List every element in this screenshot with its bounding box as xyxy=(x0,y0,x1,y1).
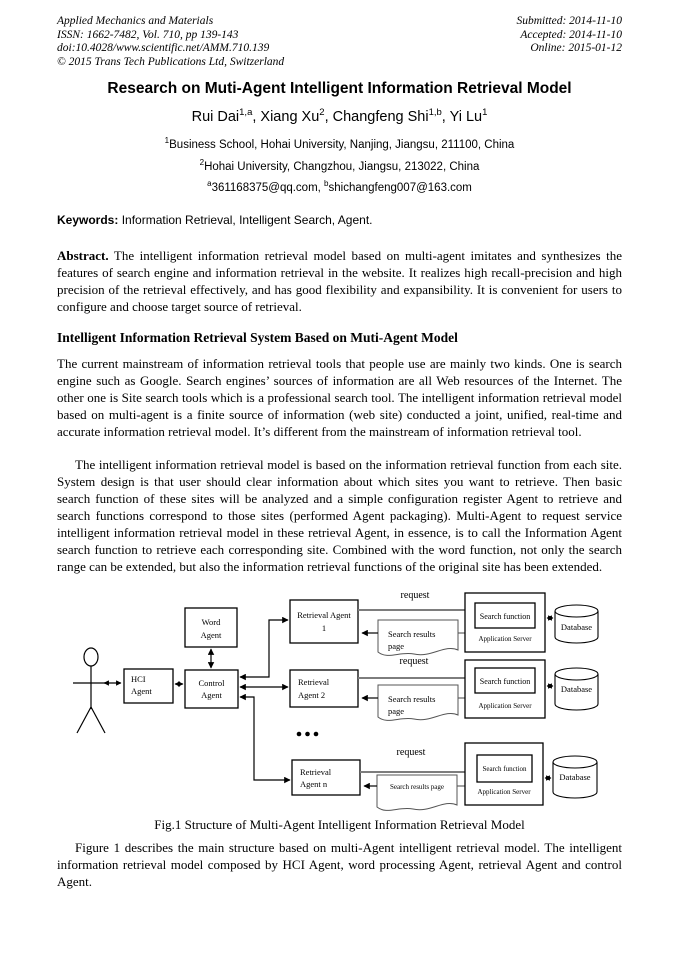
user-actor-icon xyxy=(73,647,109,734)
search-function-n-label: Search function xyxy=(482,765,527,773)
database-n-label: Database xyxy=(559,772,590,782)
paper-title: Research on Muti-Agent Intelligent Infor… xyxy=(107,80,572,97)
figure-1-diagram: HCI Agent Word Agent Control Agent Retri… xyxy=(73,590,599,811)
database-1-label: Database xyxy=(561,622,592,632)
hci-agent-box xyxy=(123,668,174,704)
database-2-top xyxy=(554,667,599,681)
search-results-n-label: Search results page xyxy=(390,783,444,791)
retrieval-agent-n-box xyxy=(291,759,361,796)
database-2-cylinder xyxy=(554,674,599,711)
author-affil-mark: 1 xyxy=(482,107,488,118)
control-ra1-link xyxy=(239,616,289,681)
keywords-line: Keywords: Information Retrieval, Intelli… xyxy=(57,213,622,227)
retrieval-agent-2-box xyxy=(289,669,359,708)
database-1-top xyxy=(554,604,599,618)
journal-doi: doi:10.4028/www.scientific.net/AMM.710.1… xyxy=(57,42,270,55)
request-label-1: request xyxy=(401,590,430,601)
author-emails: a361168375@qq.com, bshichangfeng007@163.… xyxy=(57,179,622,194)
affiliation-1: 1Business School, Hohai University, Nanj… xyxy=(57,136,622,151)
journal-info: Applied Mechanics and Materials ISSN: 16… xyxy=(57,15,284,69)
email-a: 361168375@qq.com, xyxy=(211,181,325,194)
journal-issn: ISSN: 1662-7482, Vol. 710, pp 139-143 xyxy=(57,28,239,41)
hci-agent-label: HCI xyxy=(131,674,146,684)
closing-paragraph: Figure 1 describes the main structure ba… xyxy=(57,840,622,889)
application-server-n-label: Application Server xyxy=(477,788,531,796)
search-results-page-1 xyxy=(377,619,459,656)
email-mark-b: b xyxy=(324,179,329,188)
paragraph-2: The intelligent information retrieval mo… xyxy=(57,457,622,574)
database-1-cylinder xyxy=(554,611,599,644)
database-2-label: Database xyxy=(561,684,592,694)
retrieval-agent-1-box xyxy=(289,599,359,644)
figure-caption: Fig.1 Structure of Multi-Agent Intellige… xyxy=(154,817,525,832)
retrieval-agent-1-label: 1 xyxy=(322,623,326,633)
word-agent-label: Agent xyxy=(201,630,222,640)
email-mark-a: a xyxy=(207,179,212,188)
abstract-text: The intelligent information retrieval mo… xyxy=(57,248,622,314)
retrieval-agent-n-label: Retrieval xyxy=(300,767,332,777)
control-agent-box xyxy=(184,669,239,709)
affil-mark: 2 xyxy=(199,158,205,167)
word-agent-label: Word xyxy=(202,617,221,627)
search-function-1-label: Search function xyxy=(480,612,530,621)
author-affil-mark: 2 xyxy=(319,107,325,118)
ellipsis-dots xyxy=(296,731,319,737)
abstract-label: Abstract. xyxy=(57,248,109,263)
database-n-cylinder xyxy=(552,762,598,799)
search-results-1-label: Search results xyxy=(388,629,435,639)
affiliation-2: 2Hohai University, Changzhou, Jiangsu, 2… xyxy=(57,158,622,173)
retrieval-agent-2-label: Agent 2 xyxy=(298,690,325,700)
submission-dates: Submitted: 2014-11-10 Accepted: 2014-11-… xyxy=(516,15,622,69)
word-agent-box xyxy=(184,607,238,648)
application-server-2-label: Application Server xyxy=(478,702,532,710)
journal-copyright: © 2015 Trans Tech Publications Ltd, Swit… xyxy=(57,55,285,68)
paragraph-1: The current mainstream of information re… xyxy=(57,356,622,439)
author-affil-mark: 1,b xyxy=(428,107,442,118)
author-affil-mark: 1,a xyxy=(239,107,253,118)
keywords-label: Keywords: xyxy=(57,213,119,227)
control-ran-link xyxy=(239,693,291,784)
application-server-1-label: Application Server xyxy=(478,635,532,643)
request-label-2: request xyxy=(400,656,429,667)
author-name: , Xiang Xu xyxy=(252,108,320,125)
retrieval-agent-1-label: Retrieval Agent xyxy=(297,610,351,620)
control-agent-label: Control xyxy=(199,678,226,688)
retrieval-agent-2-label: Retrieval xyxy=(298,677,330,687)
request-label-n: request xyxy=(397,747,426,758)
search-results-1-label: page xyxy=(388,641,404,651)
hci-agent-label: Agent xyxy=(131,686,152,696)
affil-mark: 1 xyxy=(164,136,170,145)
search-function-n-box xyxy=(476,754,533,783)
email-b: shichangfeng007@163.com xyxy=(328,181,472,194)
abstract: Abstract. The intelligent information re… xyxy=(57,247,622,315)
search-results-page-2 xyxy=(377,684,459,721)
keywords-text: Information Retrieval, Intelligent Searc… xyxy=(118,213,373,227)
affil-text: Business School, Hohai University, Nanji… xyxy=(169,138,515,151)
section-heading: Intelligent Information Retrieval System… xyxy=(57,330,458,345)
journal-header: Applied Mechanics and Materials ISSN: 16… xyxy=(57,15,622,69)
online-date: Online: 2015-01-12 xyxy=(530,42,622,55)
author-name: , Yi Lu xyxy=(441,108,483,125)
search-results-page-n xyxy=(376,774,458,811)
search-function-1-box xyxy=(474,602,536,629)
search-function-2-label: Search function xyxy=(480,677,530,686)
control-agent-label: Agent xyxy=(201,690,222,700)
affil-text: Hohai University, Changzhou, Jiangsu, 21… xyxy=(204,160,480,173)
search-results-2-label: Search results xyxy=(388,694,435,704)
accepted-date: Accepted: 2014-11-10 xyxy=(520,28,622,41)
submitted-date: Submitted: 2014-11-10 xyxy=(516,15,622,27)
search-function-2-box xyxy=(474,667,536,694)
search-results-2-label: page xyxy=(388,706,404,716)
author-name: , Changfeng Shi xyxy=(324,108,429,125)
author-line: Rui Dai1,a, Xiang Xu2, Changfeng Shi1,b,… xyxy=(57,107,622,125)
retrieval-agent-n-label: Agent n xyxy=(300,779,328,789)
database-n-top xyxy=(552,755,598,769)
author-name: Rui Dai xyxy=(191,108,240,125)
journal-name: Applied Mechanics and Materials xyxy=(57,15,214,27)
